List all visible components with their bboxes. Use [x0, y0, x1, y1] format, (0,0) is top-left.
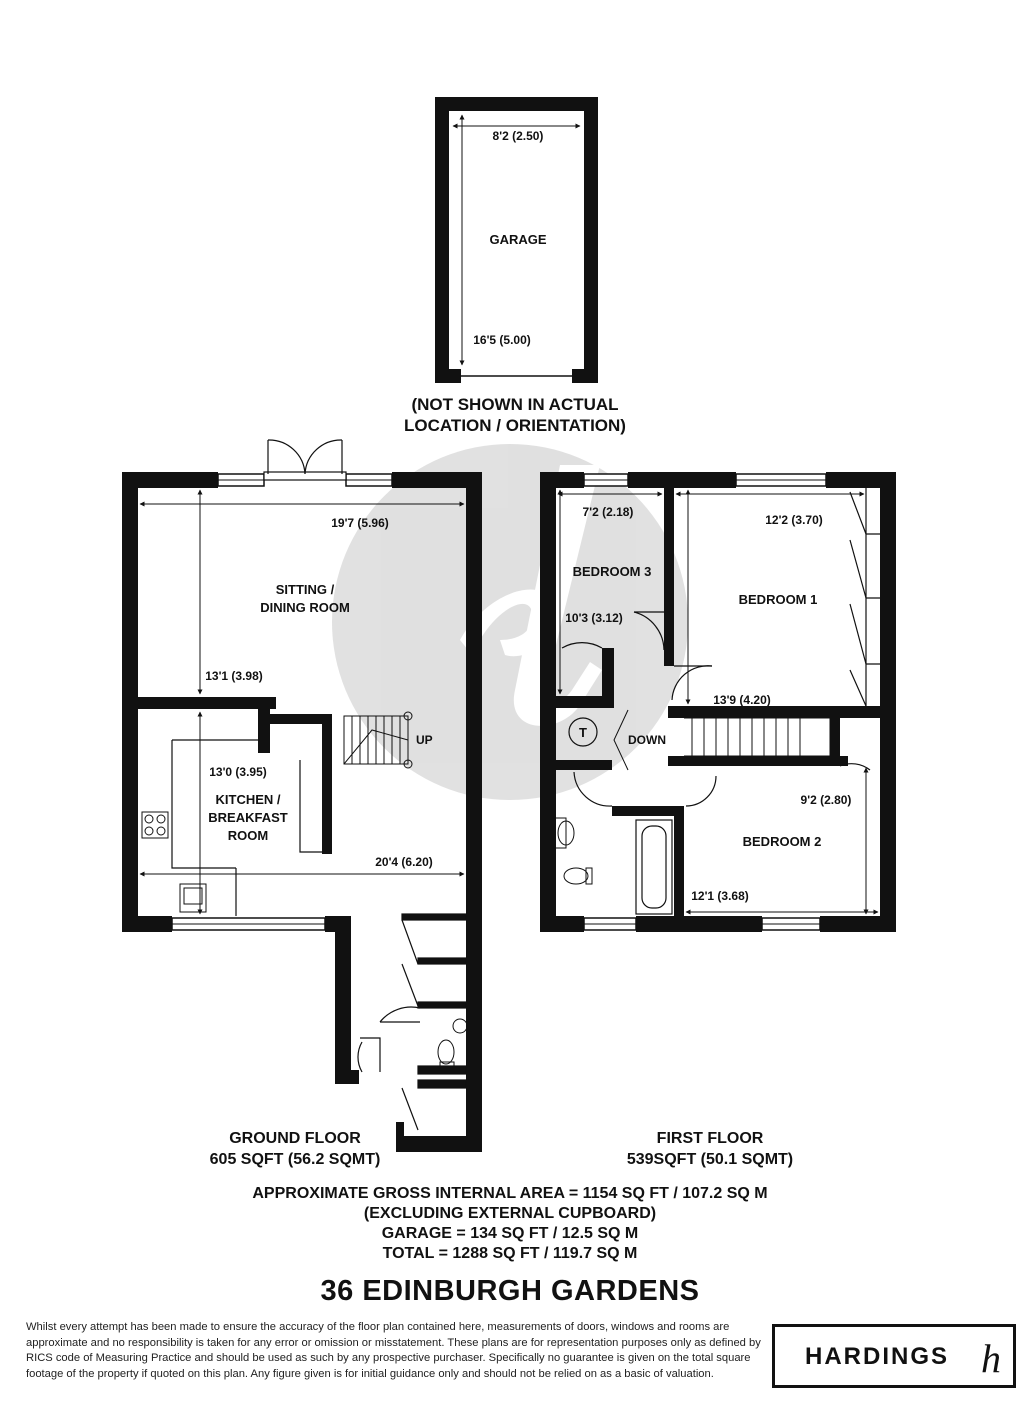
garage-length-dim: 16'5 (5.00)	[473, 333, 531, 347]
tank-label: T	[579, 725, 587, 740]
bath-icon	[635, 819, 673, 915]
bedroom1-width-dim: 12'2 (3.70)	[765, 513, 823, 527]
first-floor-area: 539SQFT (50.1 SQMT)	[626, 1151, 794, 1168]
wardrobe	[849, 488, 880, 707]
hall-cupboards	[357, 913, 467, 1131]
sink-icon	[179, 883, 207, 913]
gross-area: APPROXIMATE GROSS INTERNAL AREA = 1154 S…	[252, 1185, 768, 1202]
disclaimer-text: Whilst every attempt has been made to en…	[26, 1321, 761, 1380]
toilet-icon	[563, 867, 593, 885]
kitchen-label-2: BREAKFAST	[208, 810, 288, 825]
ground-floor-title: GROUND FLOOR	[229, 1130, 361, 1147]
total-area: TOTAL = 1288 SQ FT / 119.7 SQ M	[382, 1245, 638, 1262]
window	[171, 473, 393, 931]
window	[583, 473, 827, 931]
bedroom2-length-dim: 12'1 (3.68)	[691, 889, 749, 903]
brand-mark-icon: h	[981, 1336, 1001, 1381]
first-floor-doors	[561, 611, 871, 807]
basin-icon	[556, 817, 575, 849]
ground-stairs-label: UP	[416, 733, 433, 747]
brand-name: HARDINGS	[805, 1343, 950, 1370]
kitchen-label: KITCHEN /	[216, 792, 281, 807]
bedroom3-length-dim: 10'3 (3.12)	[565, 611, 623, 625]
bedroom3-width-dim: 7'2 (2.18)	[583, 505, 634, 519]
ground-floor-plan: UP 19'7 (5.96) 13'1 (3.98) SITTING /	[122, 439, 482, 1152]
first-floor-plan: T DOWN	[540, 472, 896, 932]
water-tank-icon	[568, 717, 598, 747]
bedroom2-width-dim: 9'2 (2.80)	[801, 793, 852, 807]
garage-area: GARAGE = 134 SQ FT / 12.5 SQ M	[381, 1225, 639, 1242]
ground-stairs	[343, 711, 413, 769]
sitting-width-dim: 19'7 (5.96)	[331, 516, 389, 530]
ground-floor-caption: GROUND FLOOR 605 SQFT (56.2 SQMT)	[180, 1128, 410, 1170]
sitting-room-label: SITTING /	[276, 582, 335, 597]
excluding-note: (EXCLUDING EXTERNAL CUPBOARD)	[363, 1205, 657, 1222]
garage-width-dim: 8'2 (2.50)	[493, 129, 544, 143]
kitchen-label-3: ROOM	[228, 828, 268, 843]
bedroom1-length-dim: 13'9 (4.20)	[713, 693, 771, 707]
sitting-room-label-2: DINING ROOM	[260, 600, 350, 615]
first-floor-caption: FIRST FLOOR 539SQFT (50.1 SQMT)	[585, 1128, 835, 1170]
first-stairs-label: DOWN	[628, 733, 666, 747]
toilet-icon	[437, 1018, 468, 1069]
french-doors	[263, 439, 347, 481]
first-floor-stairs	[613, 709, 831, 771]
bedroom1-label: BEDROOM 1	[739, 592, 818, 607]
ground-floor-area: 605 SQFT (56.2 SQMT)	[209, 1151, 381, 1168]
area-summary: APPROXIMATE GROSS INTERNAL AREA = 1154 S…	[160, 1184, 860, 1264]
garage-note-line-1: (NOT SHOWN IN ACTUAL	[411, 395, 619, 414]
kitchen-width-dim: 13'0 (3.95)	[209, 765, 267, 779]
bedroom3-label: BEDROOM 3	[573, 564, 652, 579]
hob-icon	[141, 811, 169, 839]
property-address: 36 EDINBURGH GARDENS	[320, 1275, 700, 1307]
garage-orientation-note: (NOT SHOWN IN ACTUAL LOCATION / ORIENTAT…	[340, 394, 690, 436]
sitting-length-dim: 13'1 (3.98)	[205, 669, 263, 683]
garage-plan: 8'2 (2.50) GARAGE 16'5 (5.00)	[435, 97, 598, 383]
garage-note-line-2: LOCATION / ORIENTATION)	[404, 416, 626, 435]
bedroom2-label: BEDROOM 2	[743, 834, 822, 849]
kitchen-length-dim: 20'4 (6.20)	[375, 855, 433, 869]
garage-label: GARAGE	[489, 232, 546, 247]
brand-logo: HARDINGS h	[772, 1324, 1016, 1388]
first-floor-title: FIRST FLOOR	[656, 1130, 764, 1147]
